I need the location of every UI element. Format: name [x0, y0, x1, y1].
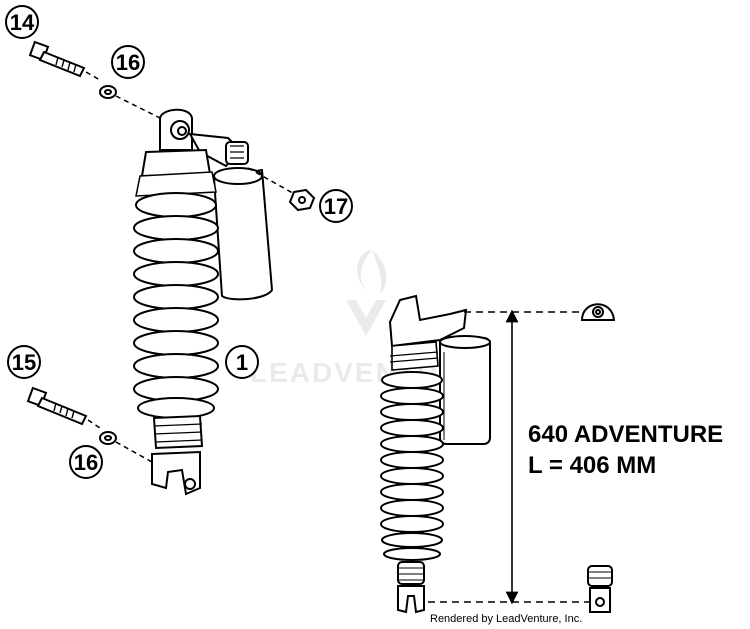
spec-model: 640 ADVENTURE — [528, 421, 723, 448]
spec-length: L = 406 MM — [528, 452, 656, 479]
compression-adjuster — [225, 141, 249, 165]
callout-15: 15 — [7, 345, 41, 379]
upper-bolt — [28, 40, 86, 78]
svg-text:16: 16 — [116, 50, 140, 75]
exploded-shock — [26, 40, 316, 496]
svg-text:15: 15 — [12, 350, 36, 375]
callout-1: 1 — [225, 345, 259, 379]
svg-text:16: 16 — [74, 450, 98, 475]
render-credit: Rendered by LeadVenture, Inc. — [430, 613, 582, 625]
callout-16-lower: 16 — [69, 445, 103, 479]
spec-reservoir — [439, 337, 491, 445]
spring — [133, 192, 219, 419]
callout-17: 17 — [319, 189, 353, 223]
svg-text:1: 1 — [236, 350, 248, 375]
bottom-eye-detail — [587, 565, 613, 587]
lower-bolt — [26, 386, 88, 426]
svg-text:17: 17 — [324, 194, 348, 219]
svg-text:14: 14 — [10, 10, 35, 35]
spec-spring — [380, 371, 444, 561]
callout-16-upper: 16 — [111, 45, 145, 79]
reservoir — [212, 168, 274, 301]
callout-14: 14 — [5, 5, 39, 39]
length-spec-shock — [380, 294, 616, 614]
length-dimension — [428, 309, 590, 605]
